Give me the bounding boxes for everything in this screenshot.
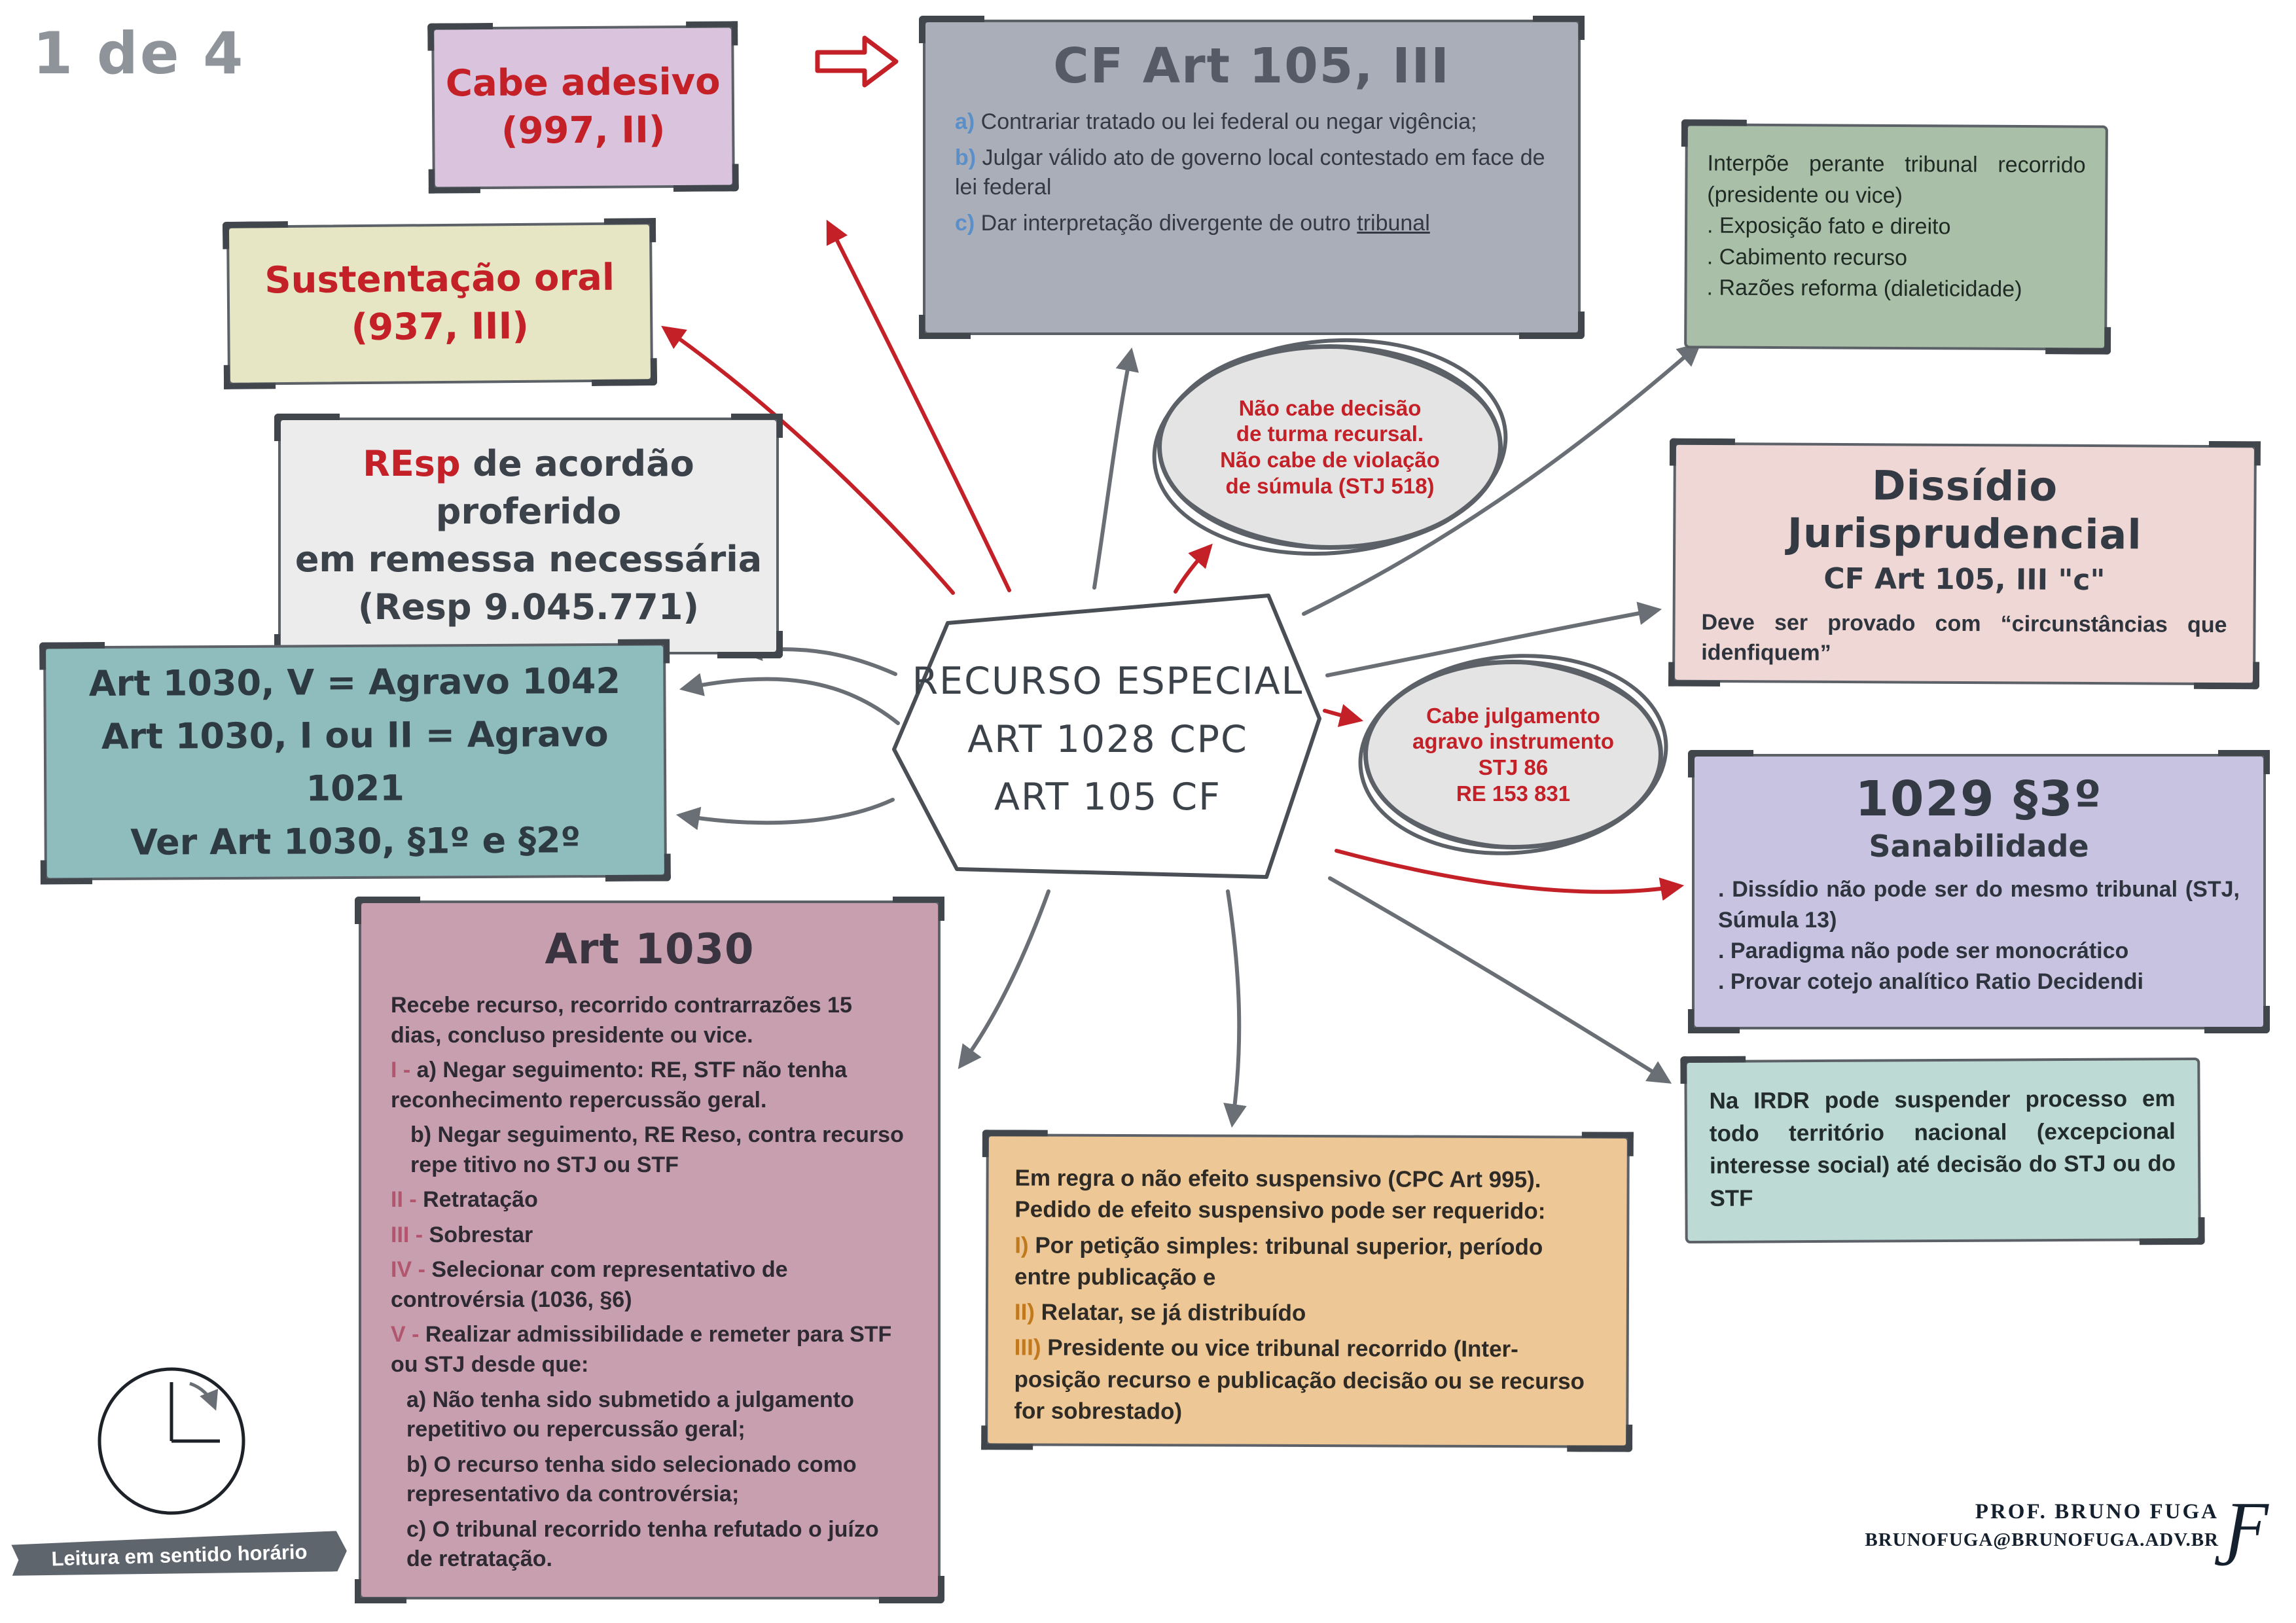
cf105-text-a: Contrariar tratado ou lei federal ou neg…: [975, 109, 1477, 134]
node-agravo-map-label: Art 1030, V = Agravo 1042 Art 1030, I ou…: [88, 660, 621, 863]
art1030-text-6: Realizar admissibilidade e remeter para …: [391, 1322, 892, 1378]
art1030-prefix-6: V -: [391, 1322, 420, 1347]
art1030-text-8: b) O recurso tenha sido selecionado como…: [406, 1452, 857, 1507]
art1030-text-1: a) Negar seguimento: RE, STF não tenha r…: [391, 1058, 848, 1113]
efeito-prefix-2: II): [1014, 1299, 1035, 1325]
author-footer: PROF. BRUNO FUGA BRUNOFUGA@BRUNOFUGA.ADV…: [1826, 1500, 2219, 1551]
node-art-1030: Art 1030 Recebe recurso, recorrido contr…: [355, 897, 944, 1603]
cf105-text-b: Julgar válido ato de governo local conte…: [955, 145, 1545, 200]
art1030-text-4: Sobrestar: [423, 1222, 533, 1247]
art1030-item-6: V - Realizar admissibilidade e remeter p…: [391, 1320, 908, 1380]
node-interpoe: Interpõe perante tribunal recorrido (pre…: [1684, 123, 2108, 351]
art1030-item-5: IV - Selecionar com representativo de co…: [391, 1255, 908, 1315]
node-irdr: Na IRDR pode suspender processo em todo …: [1684, 1057, 2201, 1244]
clock-icon: [98, 1367, 245, 1515]
art1030-text-5: Selecionar com representativo de controv…: [391, 1257, 788, 1312]
art1030-prefix-5: IV -: [391, 1257, 425, 1283]
arrow-center-to-agravo-map-upper: [679, 673, 900, 725]
node-resp-label: REsp de acordão proferido em remessa nec…: [281, 440, 776, 632]
node-resp-remessa: REsp de acordão proferido em remessa nec…: [274, 414, 783, 658]
resp-rest: de acordão proferido em remessa necessár…: [295, 443, 762, 628]
center-node-label: RECURSO ESPECIAL ART 1028 CPC ART 105 CF: [912, 660, 1304, 819]
reading-direction-ribbon: Leitura em sentido horário: [11, 1531, 348, 1580]
s1029-title: 1029 §3º: [1855, 771, 2103, 827]
art1030-item-0: Recebe recurso, recorrido contrarrazões …: [391, 991, 908, 1050]
art1030-item-9: c) O tribunal recorrido tenha refutado o…: [406, 1515, 908, 1575]
arrow-center-to-bubble-agravo: [1323, 704, 1364, 727]
art1030-text-7: a) Não tenha sido submetido a julgamento…: [406, 1387, 854, 1442]
bubble-agravo-instrumento: Cabe julgamento agravo instrumento STJ 8…: [1363, 660, 1663, 849]
node-cabe-adesivo-label: Cabe adesivo (997, II): [445, 60, 721, 152]
efeito-item-2: II) Relatar, se já distribuído: [1014, 1297, 1600, 1330]
cf105-item-b: b) Julgar válido ato de governo local co…: [955, 143, 1549, 202]
art1030-item-1: I - a) Negar seguimento: RE, STF não ten…: [391, 1056, 908, 1115]
art1030-prefix-4: III -: [391, 1222, 423, 1247]
efeito-item-1: I) Por petição simples: tribunal superio…: [1014, 1230, 1600, 1295]
arrow-center-to-art1030: [958, 889, 1050, 1069]
node-cf-art-105: CF Art 105, III a) Contrariar tratado ou…: [919, 16, 1585, 339]
art1030-item-4: III - Sobrestar: [391, 1221, 908, 1251]
page-number: 1 de 4: [33, 20, 245, 87]
efeito-text-0: Em regra o não efeito suspensivo (CPC Ar…: [1014, 1165, 1546, 1224]
art1030-text-0: Recebe recurso, recorrido contrarrazões …: [391, 993, 852, 1048]
cf105-underlined-term: tribunal: [1357, 210, 1430, 236]
efeito-text-1: Por petição simples: tribunal superior, …: [1014, 1232, 1543, 1291]
node-1029-sanabilidade: 1029 §3º Sanabilidade . Dissídio não pod…: [1688, 750, 2270, 1033]
bubble-turma-label: Não cabe decisão de turma recursal. Não …: [1220, 395, 1440, 498]
author-name: PROF. BRUNO FUGA: [1975, 1500, 2219, 1524]
art1030-prefix-3: II -: [391, 1187, 417, 1213]
cf105-prefix-a: a): [955, 109, 975, 134]
efeito-text-3: Presidente ou vice tribunal recorrido (I…: [1014, 1335, 1585, 1425]
art1030-item-7: a) Não tenha sido submetido a julgamento…: [406, 1385, 908, 1445]
resp-highlight: REsp: [363, 443, 461, 485]
cf105-item-a: a) Contrariar tratado ou lei federal ou …: [955, 107, 1549, 137]
art1030-text-3: Retratação: [416, 1187, 538, 1213]
art1030-title: Art 1030: [545, 925, 755, 974]
node-agravo-map: Art 1030, V = Agravo 1042 Art 1030, I ou…: [43, 643, 667, 881]
arrow-center-to-agravo-map-lower: [675, 798, 895, 830]
center-node-shape: [892, 594, 1321, 879]
art1030-item-3: II - Retratação: [391, 1185, 908, 1215]
art1030-item-8: b) O recurso tenha sido selecionado como…: [406, 1450, 908, 1510]
cf105-prefix-c: c): [955, 210, 975, 236]
dissidio-subtitle: CF Art 105, III "c": [1823, 562, 2106, 597]
arrow-center-to-irdr: [1328, 876, 1672, 1084]
arrow-center-to-s1029: [1335, 849, 1685, 901]
cf105-item-c: c) Dar interpretação divergente de outro…: [955, 209, 1549, 238]
art1030-prefix-1: I -: [391, 1058, 411, 1083]
efeito-item-3: III) Presidente ou vice tribunal recorri…: [1014, 1332, 1600, 1429]
node-cabe-adesivo: Cabe adesivo (997, II): [431, 25, 735, 190]
s1029-subtitle: Sanabilidade: [1869, 829, 2089, 864]
node-sustentacao-oral: Sustentação oral (937, III): [226, 222, 654, 385]
node-sustentacao-label: Sustentação oral (937, III): [264, 256, 615, 349]
dissidio-title: Dissídio Jurisprudencial: [1787, 461, 2142, 559]
cf105-text-c: Dar interpretação divergente de outro: [975, 210, 1357, 236]
efeito-text-2: Relatar, se já distribuído: [1034, 1299, 1306, 1327]
cf105-title: CF Art 105, III: [1053, 38, 1450, 94]
block-arrow-icon: [815, 35, 899, 88]
cf105-prefix-b: b): [955, 145, 977, 170]
efeito-item-0: Em regra o não efeito suspensivo (CPC Ar…: [1014, 1162, 1600, 1228]
bubble-turma-recursal: Não cabe decisão de turma recursal. Não …: [1157, 344, 1503, 550]
bubble-agravo-label: Cabe julgamento agravo instrumento STJ 8…: [1412, 703, 1615, 806]
dissidio-body: Deve ser provado com “circunstâncias que…: [1701, 609, 2227, 666]
arrow-center-to-efeito: [1223, 889, 1247, 1128]
author-email: BRUNOFUGA@BRUNOFUGA.ADV.BR: [1865, 1529, 2219, 1550]
arrow-center-to-bubble-turma: [1174, 543, 1213, 594]
node-efeito-suspensivo: Em regra o não efeito suspensivo (CPC Ar…: [985, 1133, 1630, 1448]
center-node-recurso-especial: RECURSO ESPECIAL ART 1028 CPC ART 105 CF: [890, 589, 1325, 890]
art1030-text-2: b) Negar seguimento, RE Reso, contra rec…: [410, 1122, 904, 1177]
node-dissidio-jurisprudencial: Dissídio Jurisprudencial CF Art 105, III…: [1672, 442, 2257, 686]
arrow-center-to-cf105: [1092, 347, 1139, 590]
efeito-prefix-1: I): [1014, 1232, 1029, 1258]
bruno-fuga-logo-icon: Ƒ: [2225, 1488, 2269, 1566]
s1029-body: . Dissídio não pode ser do mesmo tribuna…: [1718, 877, 2240, 994]
efeito-prefix-3: III): [1014, 1334, 1041, 1361]
art1030-item-2: b) Negar seguimento, RE Reso, contra rec…: [410, 1120, 908, 1180]
art1030-text-9: c) O tribunal recorrido tenha refutado o…: [406, 1516, 879, 1572]
